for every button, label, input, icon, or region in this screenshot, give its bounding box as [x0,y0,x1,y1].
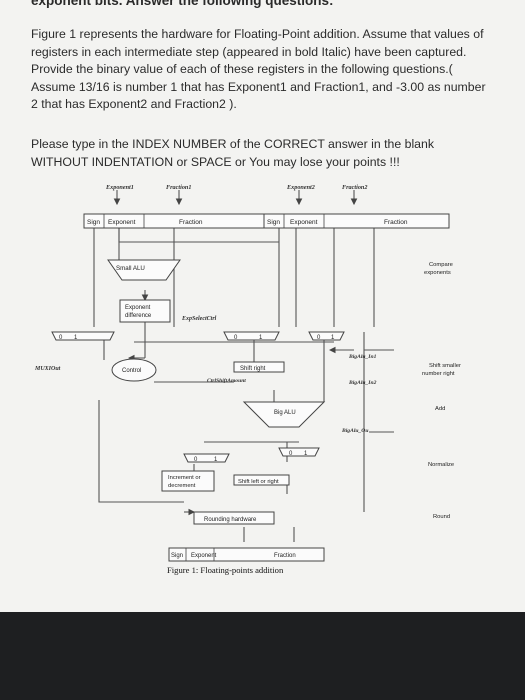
reg1-sign-label: Sign [87,219,100,226]
reg2-sign-label: Sign [267,219,280,226]
mux5 [278,447,320,457]
mux4-label-1: 1 [214,457,218,463]
small-alu-label: Small ALU [116,265,145,272]
step-normalize-label: Normalize [428,462,454,468]
big-alu-out-label: BigAlu_Ou [341,428,368,434]
out-sign-label: Sign [171,553,183,559]
big-alu-shape [242,401,326,428]
dark-background [0,612,525,700]
mux4-label-0: 0 [194,457,198,463]
big-alu-in2-label: BigAlu_In2 [348,380,377,386]
fp-addition-diagram: Sign Exponent Fraction Sign Exponent Fra… [34,184,461,575]
mux1-label-1: 1 [74,335,78,341]
exp-select-label: ExpSelectCtrl [181,316,217,322]
step-shift-line1: Shift smaller [429,363,461,369]
exponent1-label: Exponent1 [105,184,134,191]
reg1-exponent-label: Exponent [108,219,136,226]
mux5-label-1: 1 [304,451,308,457]
mux2-label-0: 0 [234,335,238,341]
shift-lr-label: Shift left or right [238,479,279,485]
rounding-label: Rounding hardware [204,517,257,523]
instruction-paragraph: Please type in the INDEX NUMBER of the C… [31,137,435,169]
fraction2-label: Fraction2 [342,184,367,191]
step-round-label: Round [433,514,450,520]
fraction1-label: Fraction1 [166,184,191,191]
mux3-label-0: 0 [317,335,321,341]
incdec-line2: decrement [168,483,196,489]
exponent2-label: Exponent2 [286,184,315,191]
exp-diff-line2: difference [125,313,152,319]
mux2-label-1: 1 [259,335,263,341]
control-unit [111,358,157,382]
reg2-exponent-label: Exponent [290,219,318,226]
shift-right-label: Shift right [240,366,266,372]
exp-diff-line1: Exponent [125,305,151,311]
incdec-line1: Increment or [168,475,201,481]
mux5-label-0: 0 [289,451,293,457]
reg1-fraction-label: Fraction [179,219,203,226]
step-compare-line2: exponents [424,270,451,276]
figure-caption: Figure 1: Floating-points addition [167,565,284,575]
out-fraction-label: Fraction [274,553,296,559]
mux3 [308,331,345,341]
shift-amount-label: CtrlShiftAmount [207,378,246,384]
mux3-label-1: 1 [331,335,335,341]
muxiout-label: MUXIOut [34,366,61,372]
document-page: exponent bits. Answer the following ques… [0,0,525,612]
out-exponent-label: Exponent [191,553,217,559]
step-shift-line2: number right [422,371,455,377]
mux1-label-0: 0 [59,335,63,341]
question-paragraph: Figure 1 represents the hardware for Flo… [31,27,486,112]
control-label: Control [122,368,141,374]
mux2 [223,331,280,341]
mux4 [183,453,230,463]
step-compare-line1: Compare [429,262,453,268]
cut-off-heading: exponent bits. Answer the following ques… [31,0,334,8]
reg2-fraction-label: Fraction [384,219,408,226]
big-alu-label: Big ALU [274,410,296,416]
step-add-label: Add [435,406,445,412]
mux1 [51,331,115,341]
big-alu-in1-label: BigAlu_In1 [348,354,377,360]
